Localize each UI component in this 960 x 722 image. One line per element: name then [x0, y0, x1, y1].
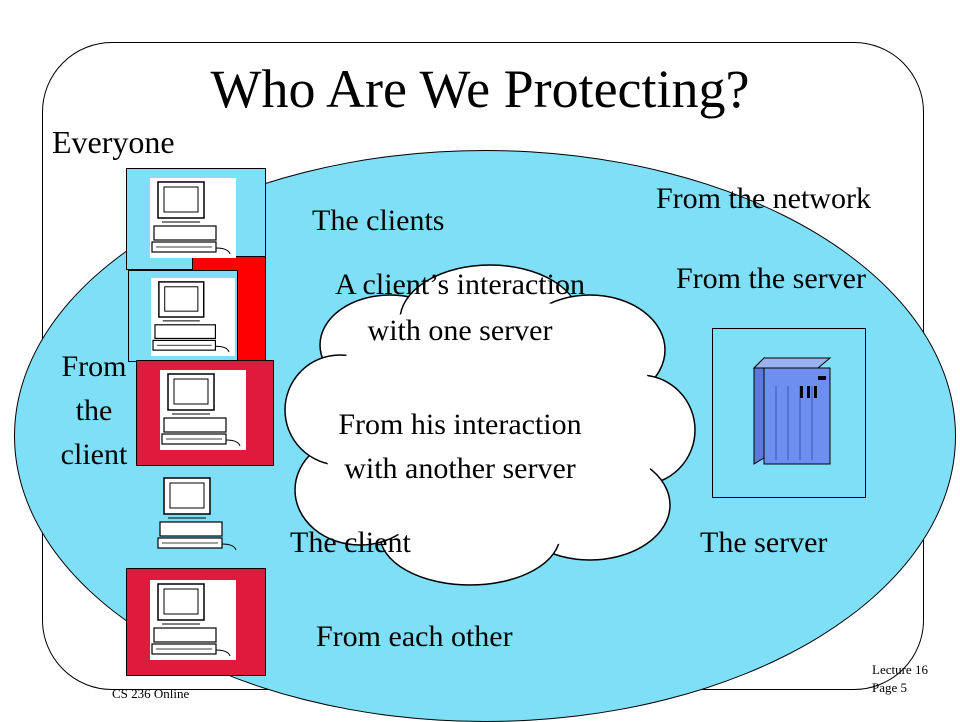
label-from-each-other: From each other	[316, 620, 513, 653]
label-the-clients: The clients	[312, 204, 445, 237]
label-clients-interaction-2: with one server	[367, 314, 553, 347]
label-from-the-server: From the server	[676, 262, 866, 295]
label-the-server: The server	[700, 526, 828, 559]
server-icon	[752, 356, 832, 465]
footer-page: Page 5	[872, 680, 908, 695]
label-his-interaction-1: From his interaction	[338, 408, 582, 441]
computer-icon	[151, 278, 235, 356]
label-from-the-client-3: client	[60, 438, 128, 471]
computer-icon	[150, 178, 236, 258]
label-the-client: The client	[290, 526, 411, 559]
footer-course: CS 236 Online	[112, 686, 190, 701]
footer-lecture: Lecture 16	[872, 662, 928, 677]
label-from-the-network: From the network	[656, 182, 871, 215]
label-from-the-client-1: From	[61, 350, 127, 383]
label-from-the-client-2: the	[75, 394, 113, 427]
cloud-shape	[284, 264, 696, 586]
label-clients-interaction-1: A client’s interaction	[335, 268, 585, 301]
label-his-interaction-2: with another server	[344, 452, 576, 485]
computer-icon	[157, 477, 237, 551]
computer-icon	[150, 580, 236, 660]
label-everyone: Everyone	[52, 124, 175, 160]
computer-icon	[160, 370, 246, 450]
slide-title: Who Are We Protecting?	[210, 59, 750, 119]
